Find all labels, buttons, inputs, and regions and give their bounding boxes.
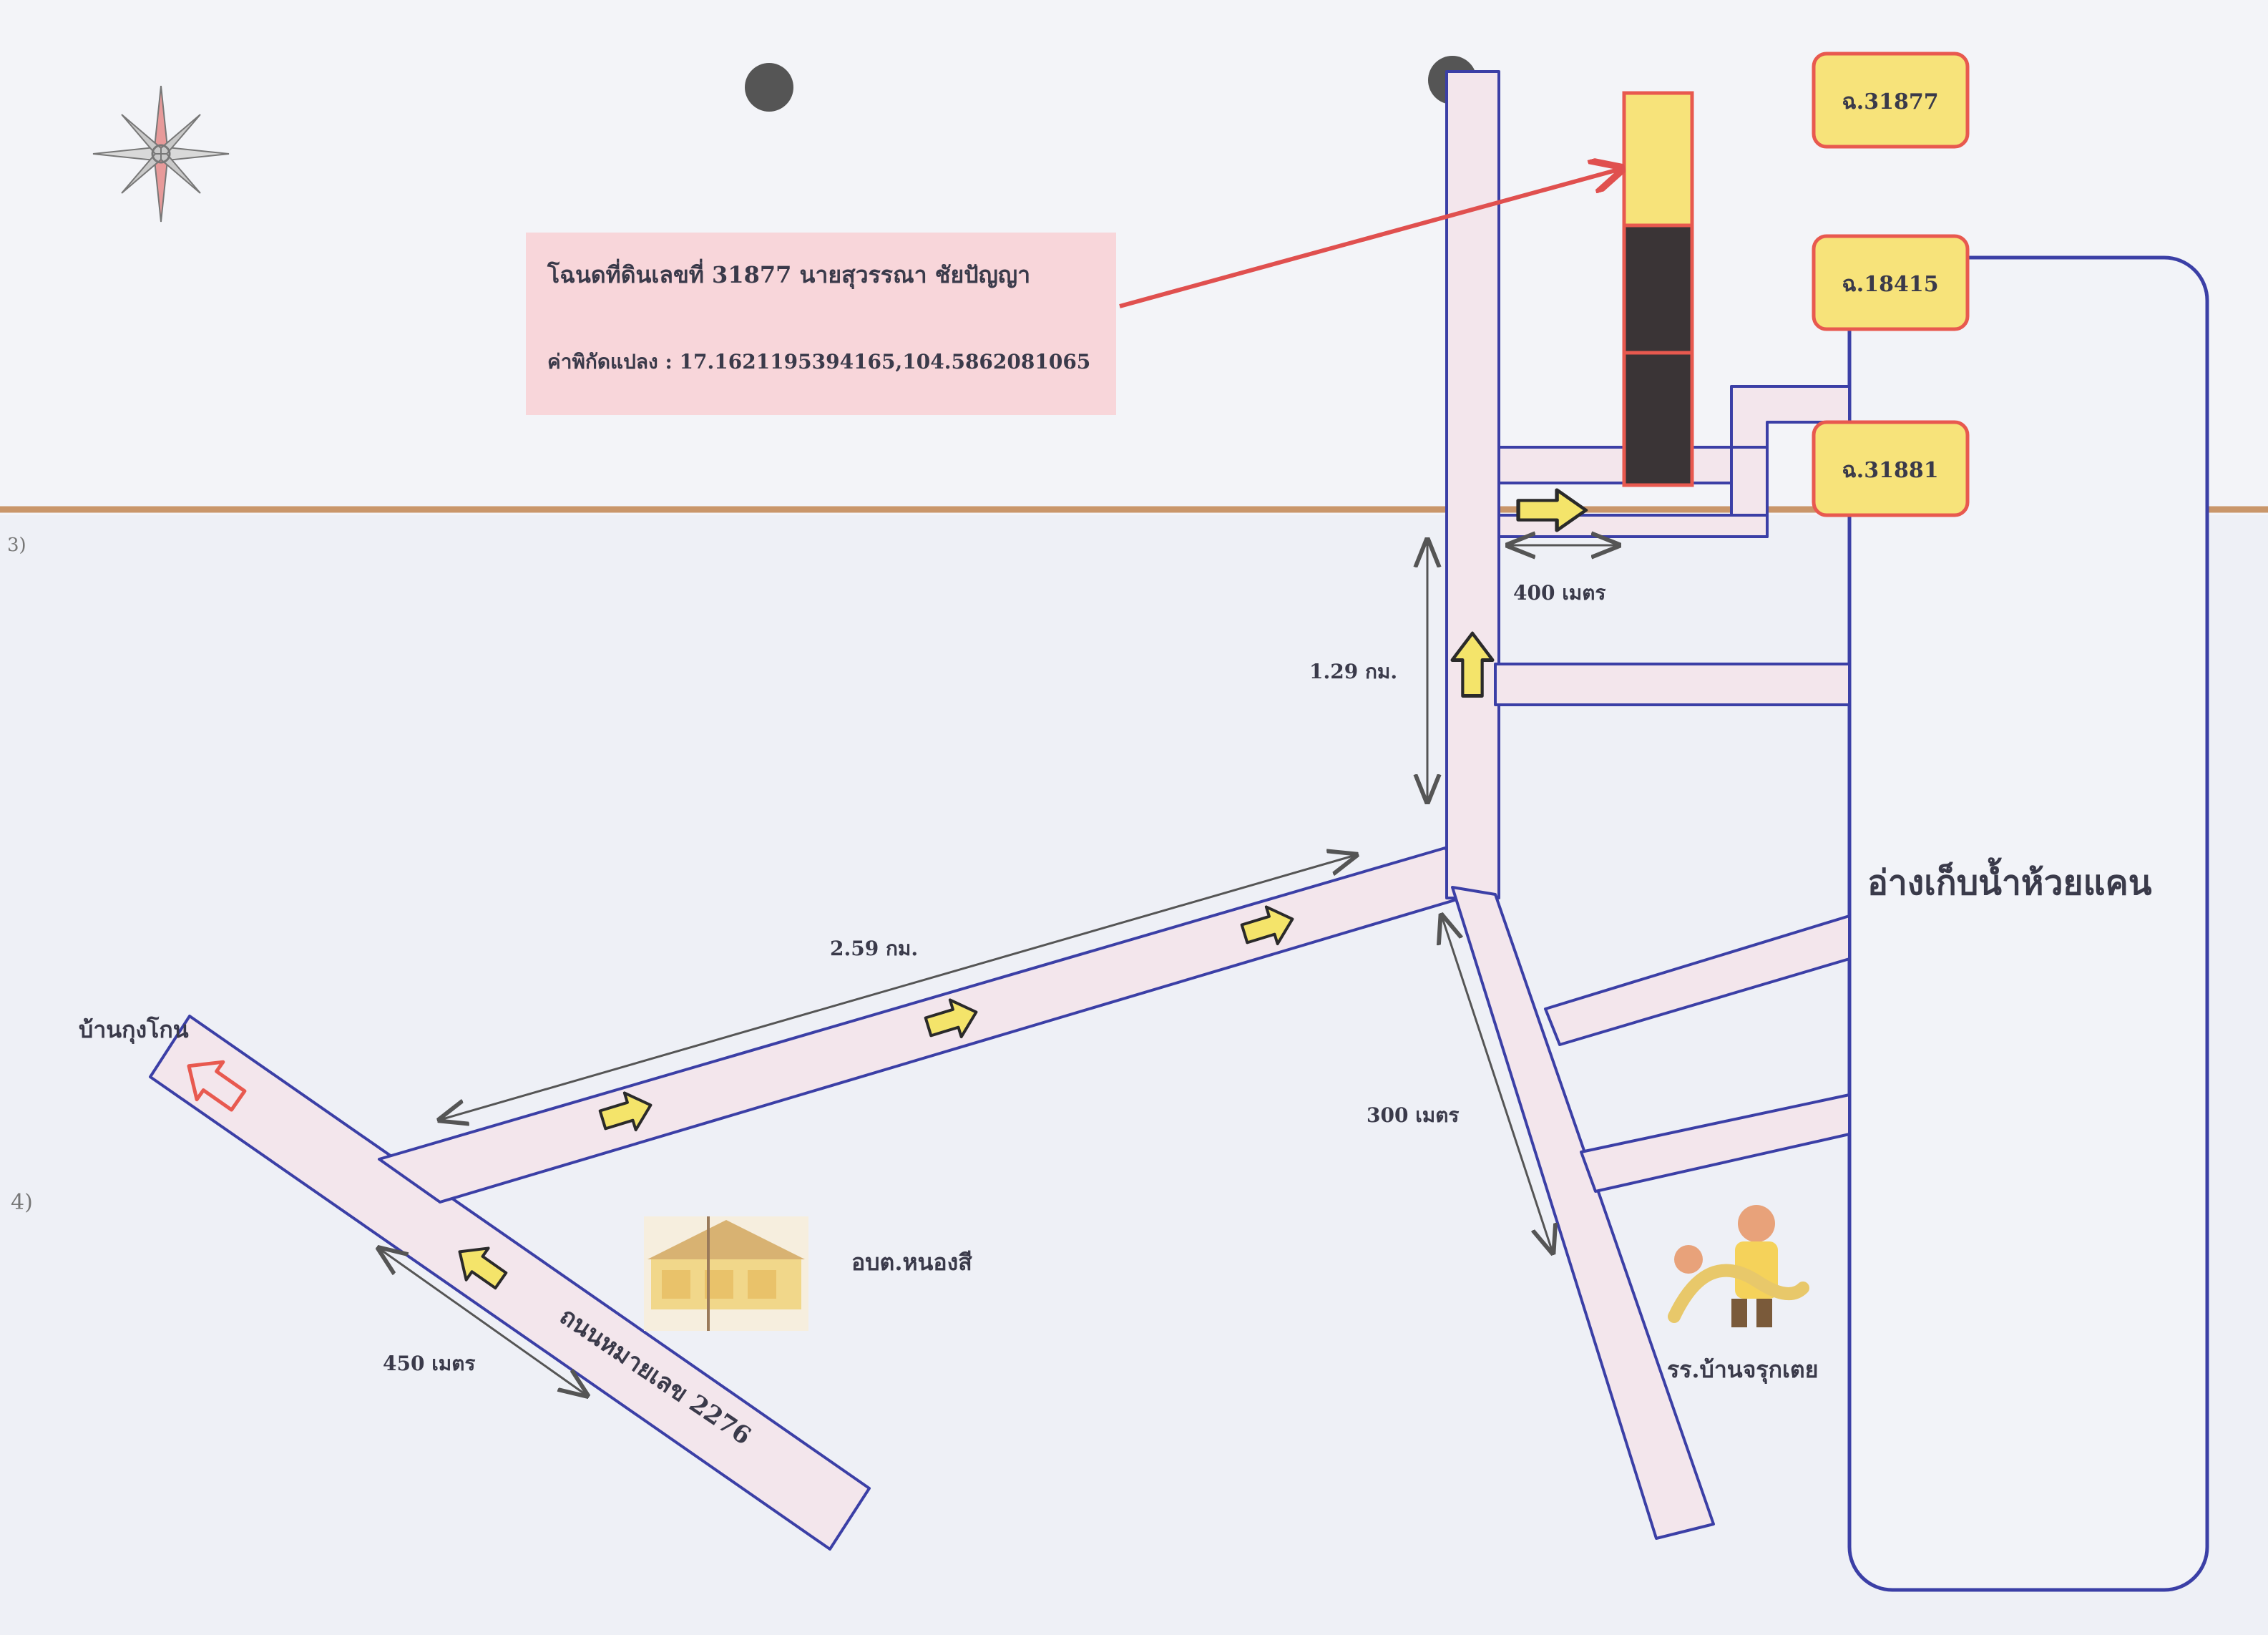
- scan-mark-upper: 3): [7, 535, 26, 556]
- dim-line-2590m: [440, 855, 1356, 1120]
- parcel-column: [1622, 91, 1694, 487]
- sao-label: อบต.หนองสี: [851, 1249, 972, 1276]
- info-line-title-deed: โฉนดที่ดินเลขที่ 31877 นายสุวรรณา ชัยปัญ…: [547, 258, 1030, 290]
- school-label: รร.บ้านจรุกเตย: [1667, 1356, 1818, 1385]
- sao-building-image: [644, 1216, 808, 1331]
- east-branch-2: [1580, 1093, 1851, 1193]
- parcel-info-box: โฉนดที่ดินเลขที่ 31877 นายสุวรรณา ชัยปัญ…: [526, 233, 1116, 415]
- north-road: [1445, 70, 1500, 899]
- distance-1290m-label: 1.29 กม.: [1309, 660, 1397, 683]
- school-children-image: [1668, 1205, 1809, 1327]
- reservoir-label: อ่างเก็บน้ำห้วยแคน: [1867, 857, 2152, 903]
- distance-450m-label: 450 เมตร: [383, 1352, 475, 1375]
- dimension-lines: [379, 540, 1618, 1395]
- punch-hole-left: [745, 63, 793, 112]
- dim-line-300m: [1442, 916, 1553, 1252]
- compass-rose-icon: [92, 85, 230, 223]
- parcel-tag-bottom[interactable]: ฉ.31881: [1812, 420, 1970, 517]
- parcel-tag-middle-label: ฉ.18415: [1842, 272, 1938, 297]
- distance-2590m-label: 2.59 กม.: [830, 937, 918, 960]
- parcel-tag-top[interactable]: ฉ.31877: [1812, 52, 1970, 149]
- parcel-tag-top-label: ฉ.31877: [1842, 89, 1938, 114]
- parcel-tag-bottom-label: ฉ.31881: [1842, 458, 1938, 483]
- arrow-to-village: [187, 1060, 247, 1112]
- dim-line-450m: [379, 1249, 587, 1395]
- direction-arrows: [187, 490, 1586, 1298]
- east-branch-upper: [1494, 663, 1851, 706]
- parcel-tag-middle[interactable]: ฉ.18415: [1812, 234, 1970, 331]
- scan-mark-lower: 4): [11, 1190, 33, 1215]
- parcel-leader-arrow: [1119, 170, 1618, 308]
- distance-400m-label: 400 เมตร: [1513, 581, 1605, 605]
- parcel-31881-plot: [1622, 351, 1694, 487]
- parcel-18415-plot: [1622, 223, 1694, 355]
- village-label: บ้านกุงโกน: [79, 1016, 189, 1045]
- parcel-31877-plot: [1622, 91, 1694, 228]
- distance-300m-label: 300 เมตร: [1367, 1103, 1459, 1127]
- info-line-coordinates: ค่าพิกัดแปลง : 17.1621195394165,104.5862…: [547, 350, 1090, 374]
